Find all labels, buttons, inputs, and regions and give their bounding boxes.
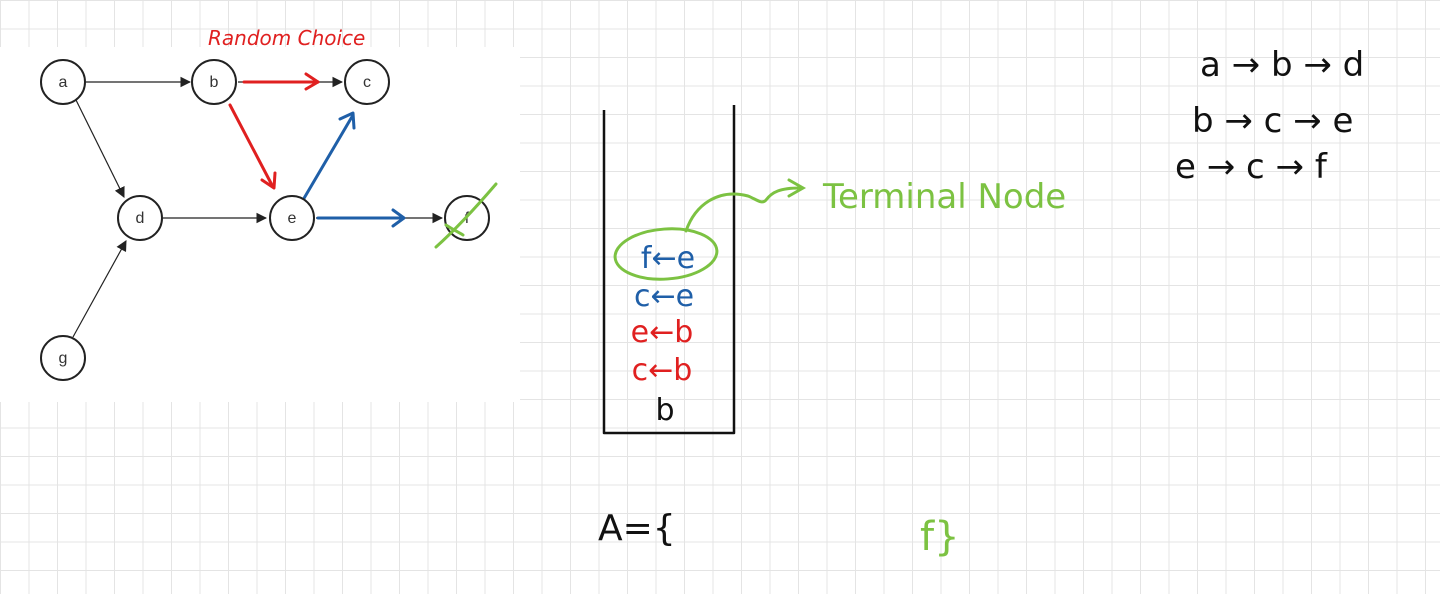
stack-item-3: c←b [632,353,693,388]
blue-path [301,111,406,228]
set-f-label: f} [920,514,960,560]
node-label-d: d [136,210,145,227]
path-list: a → b → d b → c → e e → c → f [1175,45,1364,187]
random-choice-label: Random Choice [208,26,365,50]
graph-nodes: a b c d e f g [40,59,490,381]
path-line-2: e → c → f [1175,147,1328,187]
set-a-label: A={ [598,508,676,549]
node-e: e [269,195,315,241]
graph-panel [0,47,520,402]
node-label-a: a [59,74,68,91]
stack-item-4: b [655,393,674,428]
node-b: b [191,59,237,105]
node-label-b: b [210,74,219,91]
terminal-node-label: Terminal Node [822,177,1066,217]
stack-container [602,105,736,435]
stack-item-1: c←e [634,279,694,314]
red-path [228,72,320,190]
f-crossed-out-mark [434,182,498,249]
terminal-annotation [613,178,807,281]
node-a: a [40,59,86,105]
edge-g-d [72,240,127,338]
node-c: c [344,59,390,105]
node-label-e: e [288,210,297,227]
node-g: g [40,335,86,381]
node-label-g: g [59,350,68,367]
path-line-0: a → b → d [1200,45,1364,85]
stack-item-0: f←e [641,241,695,276]
path-line-1: b → c → e [1192,101,1353,141]
node-label-f: f [465,210,470,227]
stack-items: f←e c←e e←b c←b b [631,241,695,428]
node-label-c: c [363,74,371,91]
node-d: d [117,195,163,241]
edge-a-d [75,99,125,198]
stack-item-2: e←b [631,315,694,350]
